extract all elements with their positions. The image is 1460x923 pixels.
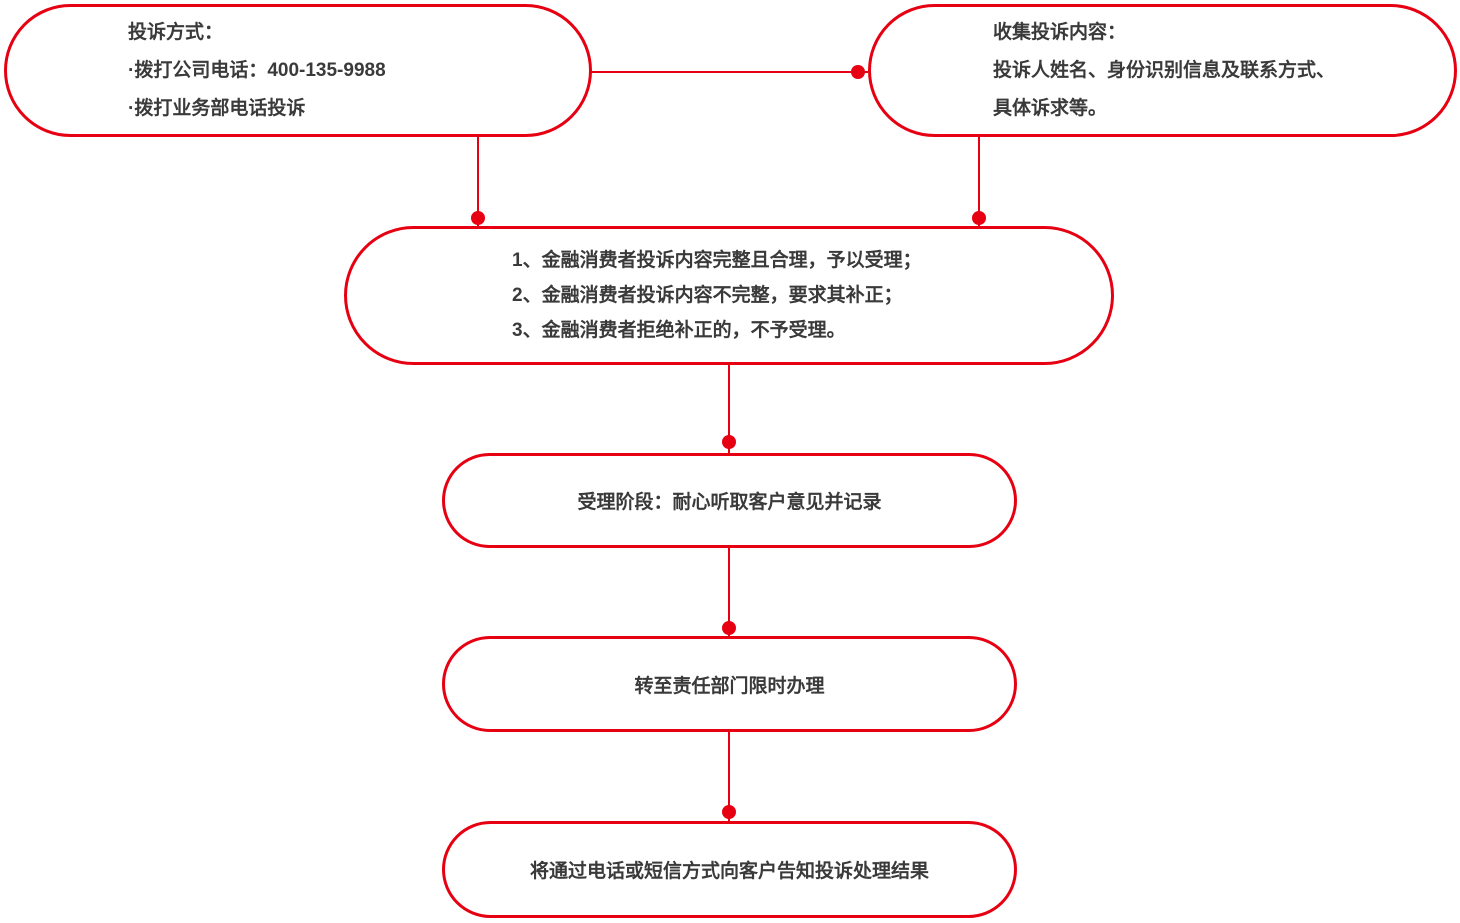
connector-dot-transfer (722, 621, 736, 635)
node-collect-complaint-content: 收集投诉内容： 投诉人姓名、身份识别信息及联系方式、 具体诉求等。 (868, 4, 1457, 137)
text-line: 1、金融消费者投诉内容完整且合理，予以受理； (512, 250, 922, 271)
connector-dot-left (471, 211, 485, 225)
text-line: 将通过电话或短信方式向客户告知投诉处理结果 (529, 861, 929, 882)
connector-dot-notify (722, 805, 736, 819)
text-line: 收集投诉内容： (993, 21, 1127, 43)
text-line: 2、金融消费者投诉内容不完整，要求其补正； (512, 285, 903, 306)
text-line: 受理阶段：耐心听取客户意见并记录 (577, 492, 882, 513)
text-line: 转至责任部门限时办理 (634, 675, 825, 697)
connector-left-vertical (477, 135, 479, 227)
node-complaint-methods: 投诉方式： ·拨打公司电话：400-135-9988 ·拨打业务部电话投诉 (4, 4, 592, 137)
connector-transfer-to-notify (728, 731, 730, 822)
node-notify-result: 将通过电话或短信方式向客户告知投诉处理结果 (442, 821, 1017, 918)
text-line: ·拨打公司电话：400-135-9988 (128, 59, 386, 81)
text-line: ·拨打业务部电话投诉 (128, 97, 306, 119)
connector-dot-acceptance (722, 435, 736, 449)
text-line: 投诉人姓名、身份识别信息及联系方式、 (993, 59, 1336, 81)
connector-rules-to-acceptance (728, 363, 730, 455)
node-acceptance-stage: 受理阶段：耐心听取客户意见并记录 (442, 453, 1017, 548)
text-line: 3、金融消费者拒绝补正的，不予受理。 (512, 320, 846, 341)
connector-acceptance-to-transfer (728, 547, 730, 637)
node-acceptance-rules: 1、金融消费者投诉内容完整且合理，予以受理； 2、金融消费者投诉内容不完整，要求… (344, 226, 1114, 365)
node-transfer-responsible-department: 转至责任部门限时办理 (442, 636, 1017, 732)
connector-top-horizontal (590, 71, 868, 73)
connector-right-vertical (978, 135, 980, 227)
connector-dot-right (972, 211, 986, 225)
connector-dot-top (851, 65, 865, 79)
text-line: 投诉方式： (128, 21, 224, 43)
text-line: 具体诉求等。 (993, 97, 1108, 119)
